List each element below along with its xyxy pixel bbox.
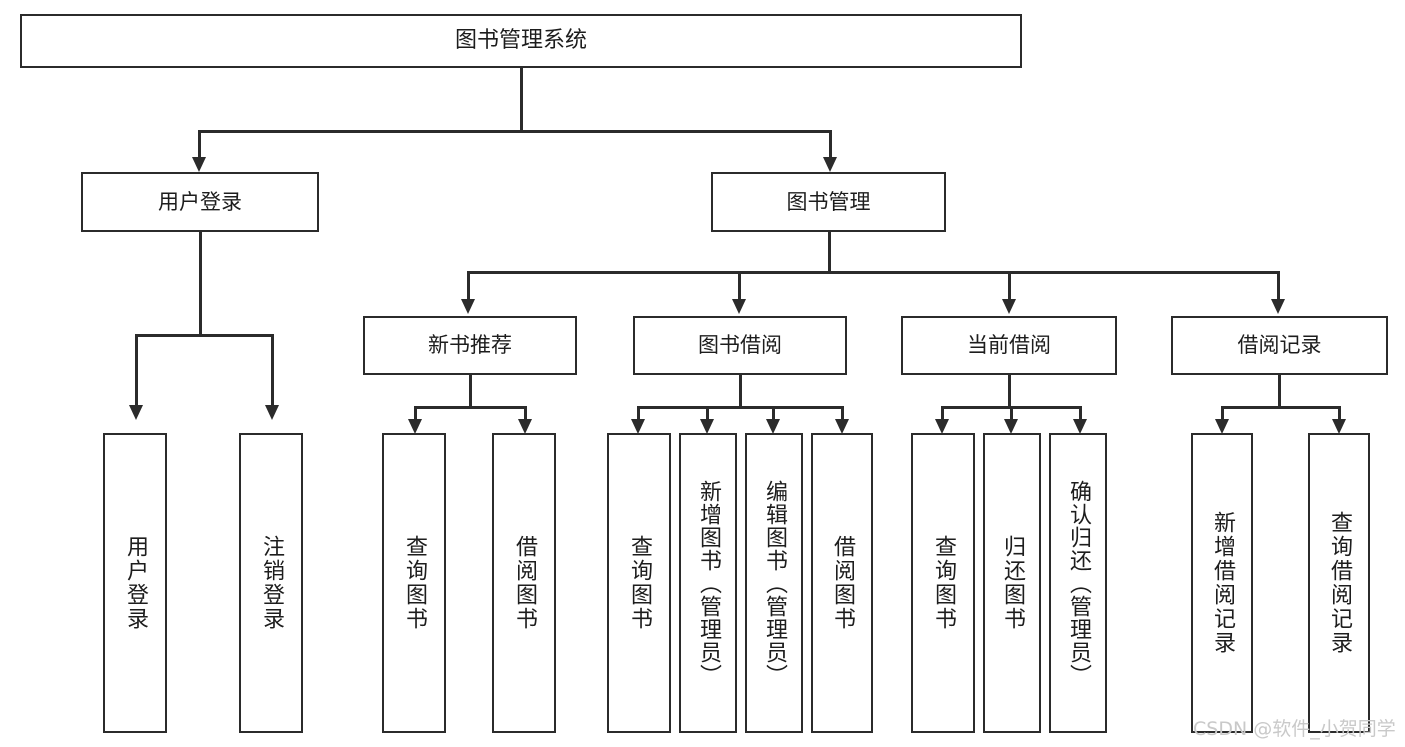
connector-borrow-record-stem bbox=[1278, 375, 1281, 408]
arrowhead-bb-leaf-1 bbox=[631, 419, 645, 434]
arrowhead-br-leaf-2 bbox=[1332, 419, 1346, 434]
connector-root-to-book-management bbox=[829, 130, 832, 158]
node-label: 归还图书 bbox=[1000, 535, 1025, 631]
connector-current-borrow-stem bbox=[1008, 375, 1011, 408]
connector-bb-to-leaf-2 bbox=[706, 406, 709, 420]
arrowhead-user-login-leaf-2 bbox=[265, 405, 279, 420]
leaf-borrow-book[interactable]: 借阅图书 bbox=[811, 433, 873, 733]
node-label: 借阅图书 bbox=[512, 535, 537, 631]
connector-new-book-to-leaf-2 bbox=[524, 406, 527, 420]
node-label: 图书管理系统 bbox=[454, 27, 587, 53]
connector-user-login-to-leaf-1 bbox=[135, 334, 138, 406]
arrowhead-bb-leaf-3 bbox=[766, 419, 780, 434]
node-label: 查询图书 bbox=[402, 535, 427, 631]
arrowhead-bm-to-book-borrow bbox=[732, 299, 746, 314]
node-label: 新增借阅记录 bbox=[1210, 511, 1235, 655]
connector-user-login-to-leaf-2 bbox=[271, 334, 274, 406]
connector-bb-to-leaf-3 bbox=[772, 406, 775, 420]
leaf-borrow-book-recommend[interactable]: 借阅图书 bbox=[492, 433, 556, 733]
connector-br-to-leaf-1 bbox=[1221, 406, 1224, 420]
node-book-management[interactable]: 图书管理 bbox=[711, 172, 946, 232]
node-label: 注销登录 bbox=[259, 535, 284, 631]
arrowhead-br-leaf-1 bbox=[1215, 419, 1229, 434]
node-book-borrow[interactable]: 图书借阅 bbox=[633, 316, 847, 375]
connector-cb-to-leaf-2 bbox=[1010, 406, 1013, 420]
connector-new-book-to-leaf-1 bbox=[414, 406, 417, 420]
leaf-query-borrow-record[interactable]: 查询借阅记录 bbox=[1308, 433, 1370, 733]
connector-user-login-stem bbox=[199, 232, 202, 336]
node-label: 编辑图书（管理员） bbox=[762, 479, 787, 687]
node-label: 图书借阅 bbox=[698, 333, 782, 358]
connector-root-to-user-login bbox=[198, 130, 201, 158]
arrowhead-root-to-user-login bbox=[192, 157, 206, 172]
connector-bm-to-book-borrow bbox=[738, 271, 741, 300]
arrowhead-bm-to-new-book bbox=[461, 299, 475, 314]
arrowhead-bb-leaf-4 bbox=[835, 419, 849, 434]
connector-bm-to-new-book bbox=[467, 271, 470, 300]
connector-cb-to-leaf-1 bbox=[941, 406, 944, 420]
arrowhead-cb-leaf-3 bbox=[1073, 419, 1087, 434]
connector-book-management-bus bbox=[467, 271, 1279, 274]
node-new-book-recommend[interactable]: 新书推荐 bbox=[363, 316, 577, 375]
connector-book-borrow-bus bbox=[637, 406, 843, 409]
node-label: 确认归还（管理员） bbox=[1066, 479, 1091, 687]
leaf-confirm-return-admin[interactable]: 确认归还（管理员） bbox=[1049, 433, 1107, 733]
node-user-login[interactable]: 用户登录 bbox=[81, 172, 319, 232]
leaf-user-login[interactable]: 用户登录 bbox=[103, 433, 167, 733]
arrowhead-user-login-leaf-1 bbox=[129, 405, 143, 420]
leaf-add-book-admin[interactable]: 新增图书（管理员） bbox=[679, 433, 737, 733]
connector-br-to-leaf-2 bbox=[1338, 406, 1341, 420]
watermark-text: CSDN @软件_小贺同学 bbox=[1193, 718, 1396, 740]
connector-new-book-bus bbox=[414, 406, 526, 409]
node-label: 图书管理 bbox=[786, 189, 871, 214]
connector-bb-to-leaf-4 bbox=[841, 406, 844, 420]
node-root-book-management-system[interactable]: 图书管理系统 bbox=[20, 14, 1022, 68]
connector-bm-to-current-borrow bbox=[1008, 271, 1011, 300]
node-borrow-record[interactable]: 借阅记录 bbox=[1171, 316, 1388, 375]
leaf-return-book[interactable]: 归还图书 bbox=[983, 433, 1041, 733]
node-label: 查询图书 bbox=[627, 535, 652, 631]
node-label: 用户登录 bbox=[158, 189, 242, 214]
arrowhead-cb-leaf-2 bbox=[1004, 419, 1018, 434]
node-label: 新书推荐 bbox=[428, 333, 512, 358]
leaf-query-book-recommend[interactable]: 查询图书 bbox=[382, 433, 446, 733]
arrowhead-root-to-book-management bbox=[823, 157, 837, 172]
node-label: 当前借阅 bbox=[967, 333, 1051, 358]
arrowhead-bm-to-current-borrow bbox=[1002, 299, 1016, 314]
leaf-add-borrow-record[interactable]: 新增借阅记录 bbox=[1191, 433, 1253, 733]
connector-new-book-stem bbox=[469, 375, 472, 408]
node-label: 用户登录 bbox=[123, 535, 148, 631]
connector-book-borrow-stem bbox=[739, 375, 742, 408]
connector-borrow-record-bus bbox=[1221, 406, 1340, 409]
connector-cb-to-leaf-3 bbox=[1079, 406, 1082, 420]
connector-user-login-bus bbox=[135, 334, 273, 337]
arrowhead-new-book-leaf-2 bbox=[518, 419, 532, 434]
arrowhead-new-book-leaf-1 bbox=[408, 419, 422, 434]
node-label: 借阅记录 bbox=[1237, 333, 1322, 358]
connector-root-stem bbox=[520, 68, 523, 132]
connector-bm-to-borrow-record bbox=[1277, 271, 1280, 300]
node-current-borrow[interactable]: 当前借阅 bbox=[901, 316, 1117, 375]
connector-root-bus bbox=[198, 130, 832, 133]
node-label: 查询借阅记录 bbox=[1327, 511, 1352, 655]
node-label: 查询图书 bbox=[931, 535, 956, 631]
arrowhead-cb-leaf-1 bbox=[935, 419, 949, 434]
node-label: 借阅图书 bbox=[830, 535, 855, 631]
leaf-query-book-borrow[interactable]: 查询图书 bbox=[607, 433, 671, 733]
leaf-query-book-current[interactable]: 查询图书 bbox=[911, 433, 975, 733]
connector-bb-to-leaf-1 bbox=[637, 406, 640, 420]
leaf-user-logout[interactable]: 注销登录 bbox=[239, 433, 303, 733]
arrowhead-bb-leaf-2 bbox=[700, 419, 714, 434]
leaf-edit-book-admin[interactable]: 编辑图书（管理员） bbox=[745, 433, 803, 733]
node-label: 新增图书（管理员） bbox=[696, 479, 721, 687]
arrowhead-bm-to-borrow-record bbox=[1271, 299, 1285, 314]
connector-book-management-stem bbox=[828, 232, 831, 273]
